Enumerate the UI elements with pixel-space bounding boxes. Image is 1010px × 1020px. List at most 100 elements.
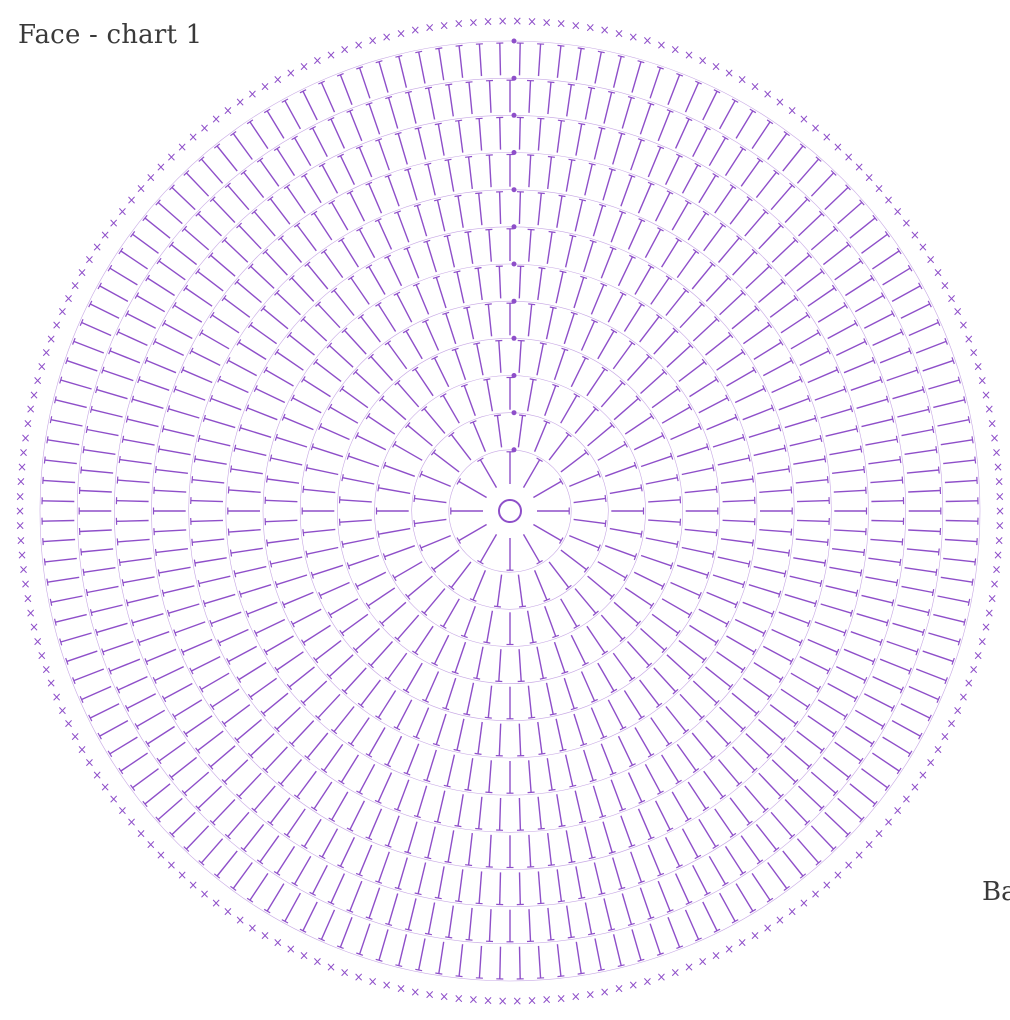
- stitch: [545, 606, 556, 636]
- stitch: [378, 773, 391, 802]
- stitch-top: [424, 857, 431, 859]
- stitch: [672, 792, 688, 820]
- stitch: [557, 121, 561, 153]
- stitch: [199, 439, 230, 446]
- stitch-top: [405, 92, 412, 94]
- join-dot: [512, 39, 517, 44]
- edge-stitch: ×: [854, 848, 864, 862]
- stitch-top: [198, 580, 200, 587]
- edge-stitch: ×: [614, 26, 624, 40]
- stitch: [164, 323, 192, 338]
- stitch: [614, 399, 638, 420]
- stitch-top: [548, 865, 555, 866]
- stitch: [561, 599, 577, 627]
- stitch: [785, 255, 809, 276]
- stitch: [239, 773, 261, 796]
- stitch: [340, 75, 352, 105]
- stitch: [103, 370, 133, 381]
- stitch: [316, 641, 342, 661]
- stitch: [276, 575, 307, 585]
- stitch: [229, 490, 261, 492]
- stitch: [743, 325, 769, 344]
- stitch: [416, 285, 428, 315]
- stitch-top: [119, 559, 120, 566]
- stitch: [369, 104, 380, 134]
- stitch-top: [91, 609, 93, 616]
- stitch-top: [548, 940, 555, 941]
- stitch: [857, 614, 888, 623]
- stitch: [421, 474, 451, 486]
- stitch: [357, 572, 386, 586]
- round-guide: [77, 78, 943, 944]
- edge-stitch: ×: [52, 318, 62, 332]
- stitch: [459, 525, 487, 541]
- stitch: [408, 898, 416, 929]
- edge-stitch: ×: [991, 446, 1001, 460]
- stitch-top: [939, 549, 940, 556]
- edge-stitch: ×: [37, 648, 47, 662]
- stitch: [500, 43, 501, 75]
- stitch: [284, 417, 314, 429]
- stitch: [709, 138, 725, 166]
- edge-stitch: ×: [787, 103, 797, 117]
- stitch: [646, 478, 678, 484]
- stitch: [783, 851, 803, 876]
- stitch: [535, 570, 547, 600]
- stitch: [418, 128, 426, 159]
- edge-stitch: ×: [981, 388, 991, 402]
- stitch: [598, 562, 626, 578]
- stitch: [224, 298, 250, 317]
- stitch: [818, 305, 846, 322]
- stitch-top: [548, 157, 555, 158]
- edge-stitch: ×: [698, 955, 708, 969]
- stitch: [790, 576, 821, 583]
- stitch: [329, 346, 353, 368]
- stitch: [652, 614, 678, 633]
- stitch-top: [395, 965, 402, 967]
- stitch: [574, 519, 606, 523]
- edge-stitch: ×: [822, 130, 832, 144]
- stitch: [610, 488, 642, 494]
- stitch-top: [716, 486, 717, 493]
- stitch: [459, 121, 463, 153]
- stitch: [677, 565, 708, 575]
- stitch: [945, 480, 977, 482]
- stitch-top: [975, 559, 976, 566]
- edge-stitch: ×: [984, 402, 994, 416]
- stitch: [213, 199, 235, 222]
- stitch: [219, 379, 248, 392]
- stitch: [340, 500, 372, 502]
- edge-stitch: ×: [368, 34, 378, 48]
- stitch-top: [425, 87, 432, 88]
- stitch: [489, 760, 491, 792]
- stitch: [539, 44, 541, 76]
- stitch: [727, 370, 755, 386]
- stitch: [743, 408, 773, 420]
- stitch: [519, 341, 521, 373]
- stitch: [666, 290, 686, 315]
- edge-stitch: ×: [454, 991, 464, 1005]
- stitch: [677, 251, 696, 277]
- stitch: [303, 489, 335, 492]
- stitch: [909, 323, 939, 336]
- edge-stitch: ×: [973, 360, 983, 374]
- stitch: [713, 575, 744, 585]
- stitch-top: [444, 785, 451, 787]
- edge-stitch: ×: [977, 634, 987, 648]
- stitch-top: [902, 477, 903, 484]
- stitch: [228, 361, 256, 376]
- stitch: [480, 534, 496, 562]
- stitch: [434, 452, 460, 472]
- stitch: [585, 827, 592, 858]
- stitch-top: [856, 590, 858, 597]
- stitch-top: [122, 579, 123, 586]
- stitch: [368, 588, 395, 606]
- stitch: [469, 82, 472, 114]
- stitch: [624, 304, 641, 331]
- stitch: [723, 500, 755, 501]
- stitch: [946, 501, 978, 502]
- stitch-top: [257, 158, 263, 162]
- stitch: [604, 898, 612, 929]
- stitch: [295, 856, 311, 884]
